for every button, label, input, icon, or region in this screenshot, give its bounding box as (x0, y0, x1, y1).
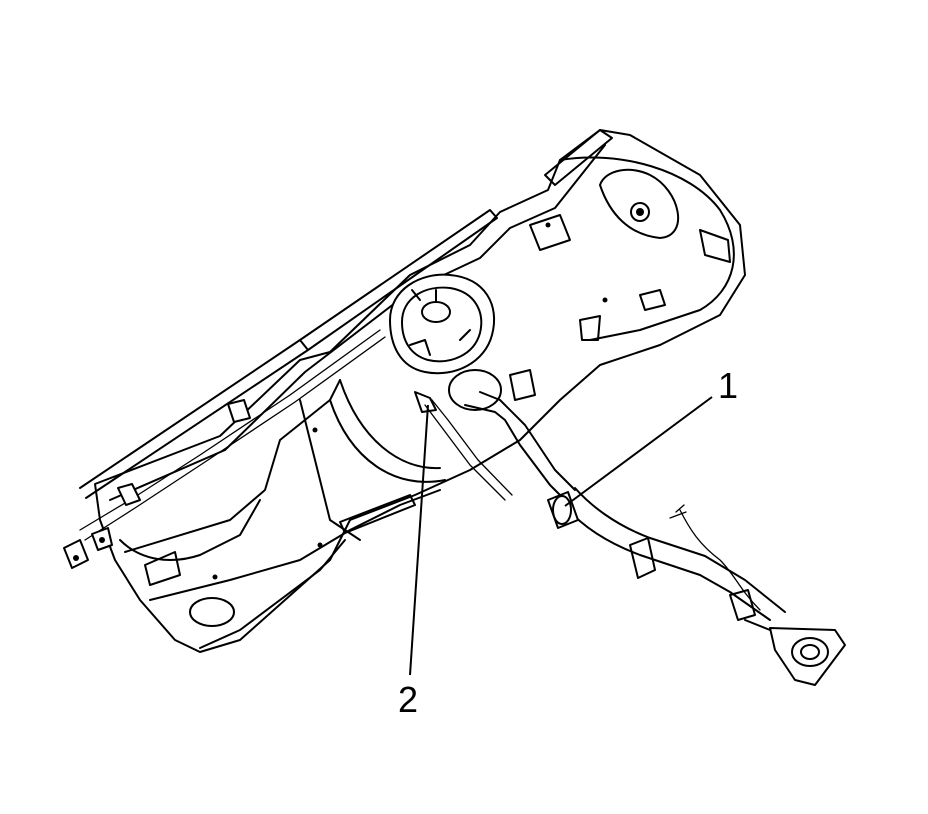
callout-2: 2 (398, 404, 429, 720)
callout-2-leader (409, 404, 429, 676)
fuel-lines (63, 329, 513, 569)
callout-1-leader (564, 396, 713, 507)
fuel-pump-module (389, 273, 496, 375)
callout-1-label: 1 (718, 365, 738, 406)
callout-1: 1 (564, 365, 738, 507)
fuel-tank (79, 129, 746, 653)
callout-2-label: 2 (398, 679, 418, 720)
filler-pipe (448, 369, 846, 686)
